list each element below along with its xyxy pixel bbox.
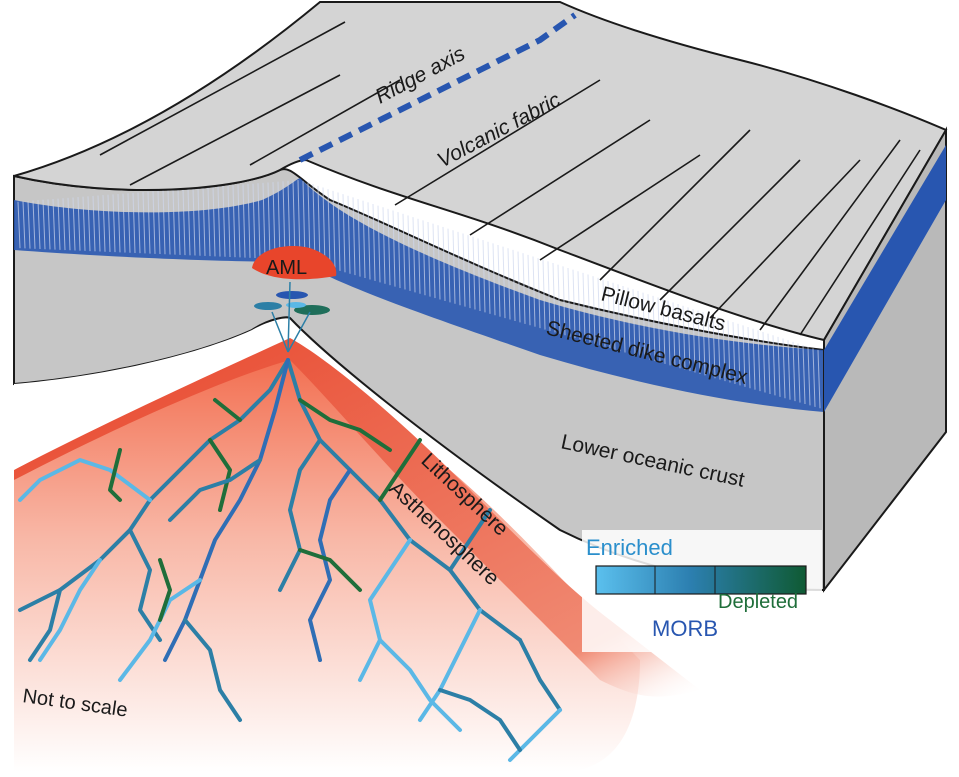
- aml-label: AML: [266, 257, 307, 279]
- sheeted-dike-band: [14, 178, 824, 412]
- legend-colorbar: [595, 565, 807, 595]
- legend: Enriched Depleted MORB: [582, 530, 822, 652]
- seafloor-top: [13, 1, 948, 342]
- ridge-axis-line: [298, 12, 577, 163]
- legend-depleted: Depleted: [718, 591, 798, 613]
- dike-lines: [17, 180, 821, 409]
- volcanic-fabric-lines: [99, 21, 921, 336]
- aml-lens: [252, 246, 337, 280]
- legend-morb: MORB: [652, 616, 718, 641]
- legend-enriched: Enriched: [586, 535, 673, 560]
- melt-lenses: [254, 281, 330, 353]
- lithosphere-band: [14, 338, 700, 697]
- right-dike-stripe: [824, 145, 946, 412]
- melt-network: [18, 358, 562, 762]
- magma-gap: [14, 319, 290, 470]
